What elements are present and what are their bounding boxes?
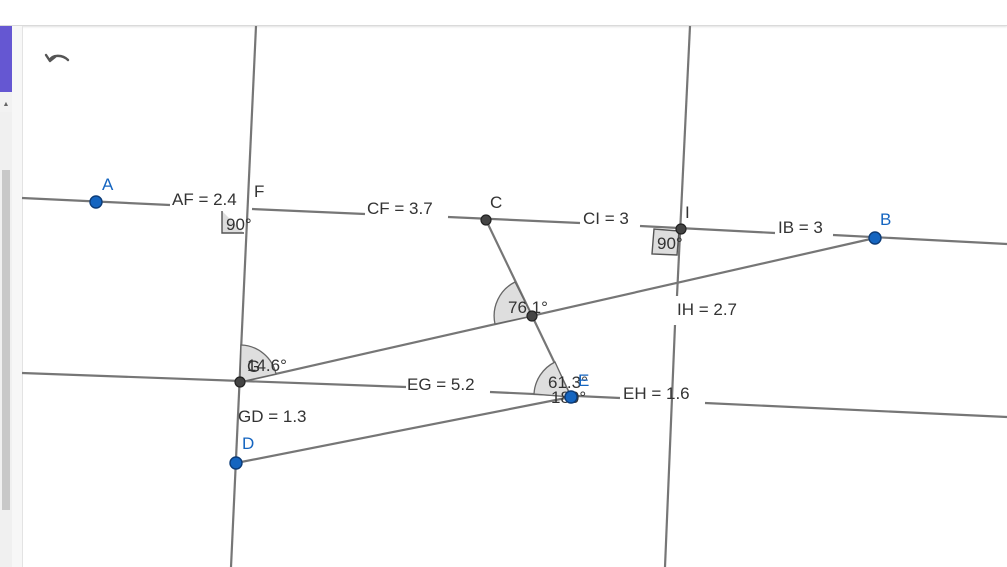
label-ci: CI = 3 (583, 209, 629, 228)
angle-arc-e (533, 361, 573, 398)
point-g[interactable] (234, 376, 246, 388)
line-ab-part2[interactable] (251, 207, 366, 216)
undo-button[interactable] (42, 48, 74, 74)
segment-gb[interactable] (239, 236, 876, 384)
angle-label-f: 90° (226, 215, 252, 234)
label-cf: CF = 3.7 (367, 199, 433, 218)
label-ib: IB = 3 (778, 218, 823, 237)
scroll-up-arrow-icon[interactable]: ▲ (2, 101, 10, 108)
point-label-e: E (578, 371, 589, 390)
scrollbar-thumb[interactable] (2, 170, 10, 510)
label-af: AF = 2.4 (172, 190, 237, 209)
angle-arc-j (493, 281, 533, 325)
point-label-i: I (685, 203, 690, 222)
angle-label-i: 90° (657, 234, 683, 253)
line-ab-part3[interactable] (447, 215, 581, 225)
top-bar (0, 0, 1007, 26)
angle-label-j: 76.1° (508, 298, 548, 317)
label-ih: IH = 2.7 (677, 300, 737, 319)
point-e[interactable] (564, 390, 578, 404)
point-i[interactable] (675, 223, 687, 235)
panel-accent-tab[interactable] (0, 26, 12, 92)
label-eh: EH = 1.6 (623, 384, 690, 403)
point-label-g: G (247, 357, 260, 376)
point-a[interactable] (89, 195, 103, 209)
point-c[interactable] (480, 214, 492, 226)
angle-label-e: 61.3° (548, 373, 588, 392)
point-b[interactable] (868, 231, 882, 245)
right-angle-marker-f (221, 211, 244, 234)
point-label-d: D (242, 434, 254, 453)
right-angle-marker-i (651, 228, 680, 256)
line-ih-part2[interactable] (663, 324, 677, 567)
label-eg: EG = 5.2 (407, 375, 475, 394)
angle-arc-g (239, 344, 277, 383)
point-label-b: B (880, 210, 891, 229)
label-gd: GD = 1.3 (238, 407, 307, 426)
point-label-f: F (254, 182, 264, 201)
panel-divider[interactable] (12, 26, 23, 567)
line-ge-part1[interactable] (21, 371, 407, 389)
segment-de[interactable] (235, 395, 572, 465)
angle-label-g: 14.6° (247, 356, 287, 375)
line-fd[interactable] (229, 25, 258, 567)
point-d[interactable] (229, 456, 243, 470)
line-ab-part5[interactable] (832, 233, 1007, 246)
line-ge-part3[interactable] (704, 401, 1007, 419)
point-label-c: C (490, 193, 502, 212)
point-label-a: A (102, 175, 114, 194)
line-ab-part4[interactable] (639, 224, 776, 235)
point-j[interactable] (526, 310, 538, 322)
undo-icon (44, 53, 70, 63)
line-ih-part1[interactable] (675, 25, 692, 297)
